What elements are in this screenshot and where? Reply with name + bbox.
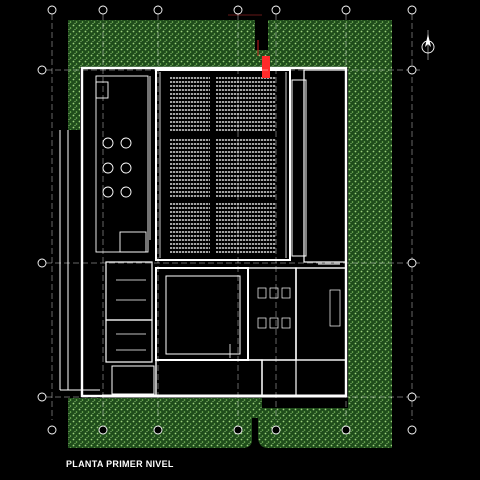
restroom-fixtures bbox=[116, 279, 341, 351]
auditorium-seating bbox=[170, 77, 276, 253]
entrance-stair bbox=[228, 14, 270, 78]
axis-bubble bbox=[407, 258, 417, 268]
plan-title: PLANTA PRIMER NIVEL bbox=[66, 459, 174, 469]
axis-bubble bbox=[153, 425, 163, 435]
axis-bubble bbox=[47, 5, 57, 15]
axis-bubble bbox=[407, 425, 417, 435]
axis-bubble bbox=[98, 425, 108, 435]
axis-bubble bbox=[37, 65, 47, 75]
axis-bubble bbox=[153, 5, 163, 15]
axis-bubble bbox=[341, 425, 351, 435]
axis-bubble bbox=[407, 5, 417, 15]
axis-bubble bbox=[37, 392, 47, 402]
axis-bubble bbox=[341, 5, 351, 15]
axis-bubble bbox=[47, 425, 57, 435]
axis-bubble bbox=[271, 425, 281, 435]
lobby-area bbox=[95, 75, 151, 253]
axis-bubble bbox=[407, 65, 417, 75]
construction-axes bbox=[37, 5, 420, 435]
axis-bubble bbox=[407, 392, 417, 402]
axis-bubble bbox=[233, 5, 243, 15]
axis-bubble bbox=[98, 5, 108, 15]
axis-bubble bbox=[233, 425, 243, 435]
axis-bubble bbox=[271, 5, 281, 15]
axis-bubble bbox=[37, 258, 47, 268]
north-arrow-icon bbox=[421, 30, 435, 60]
building-footprint bbox=[54, 68, 348, 408]
